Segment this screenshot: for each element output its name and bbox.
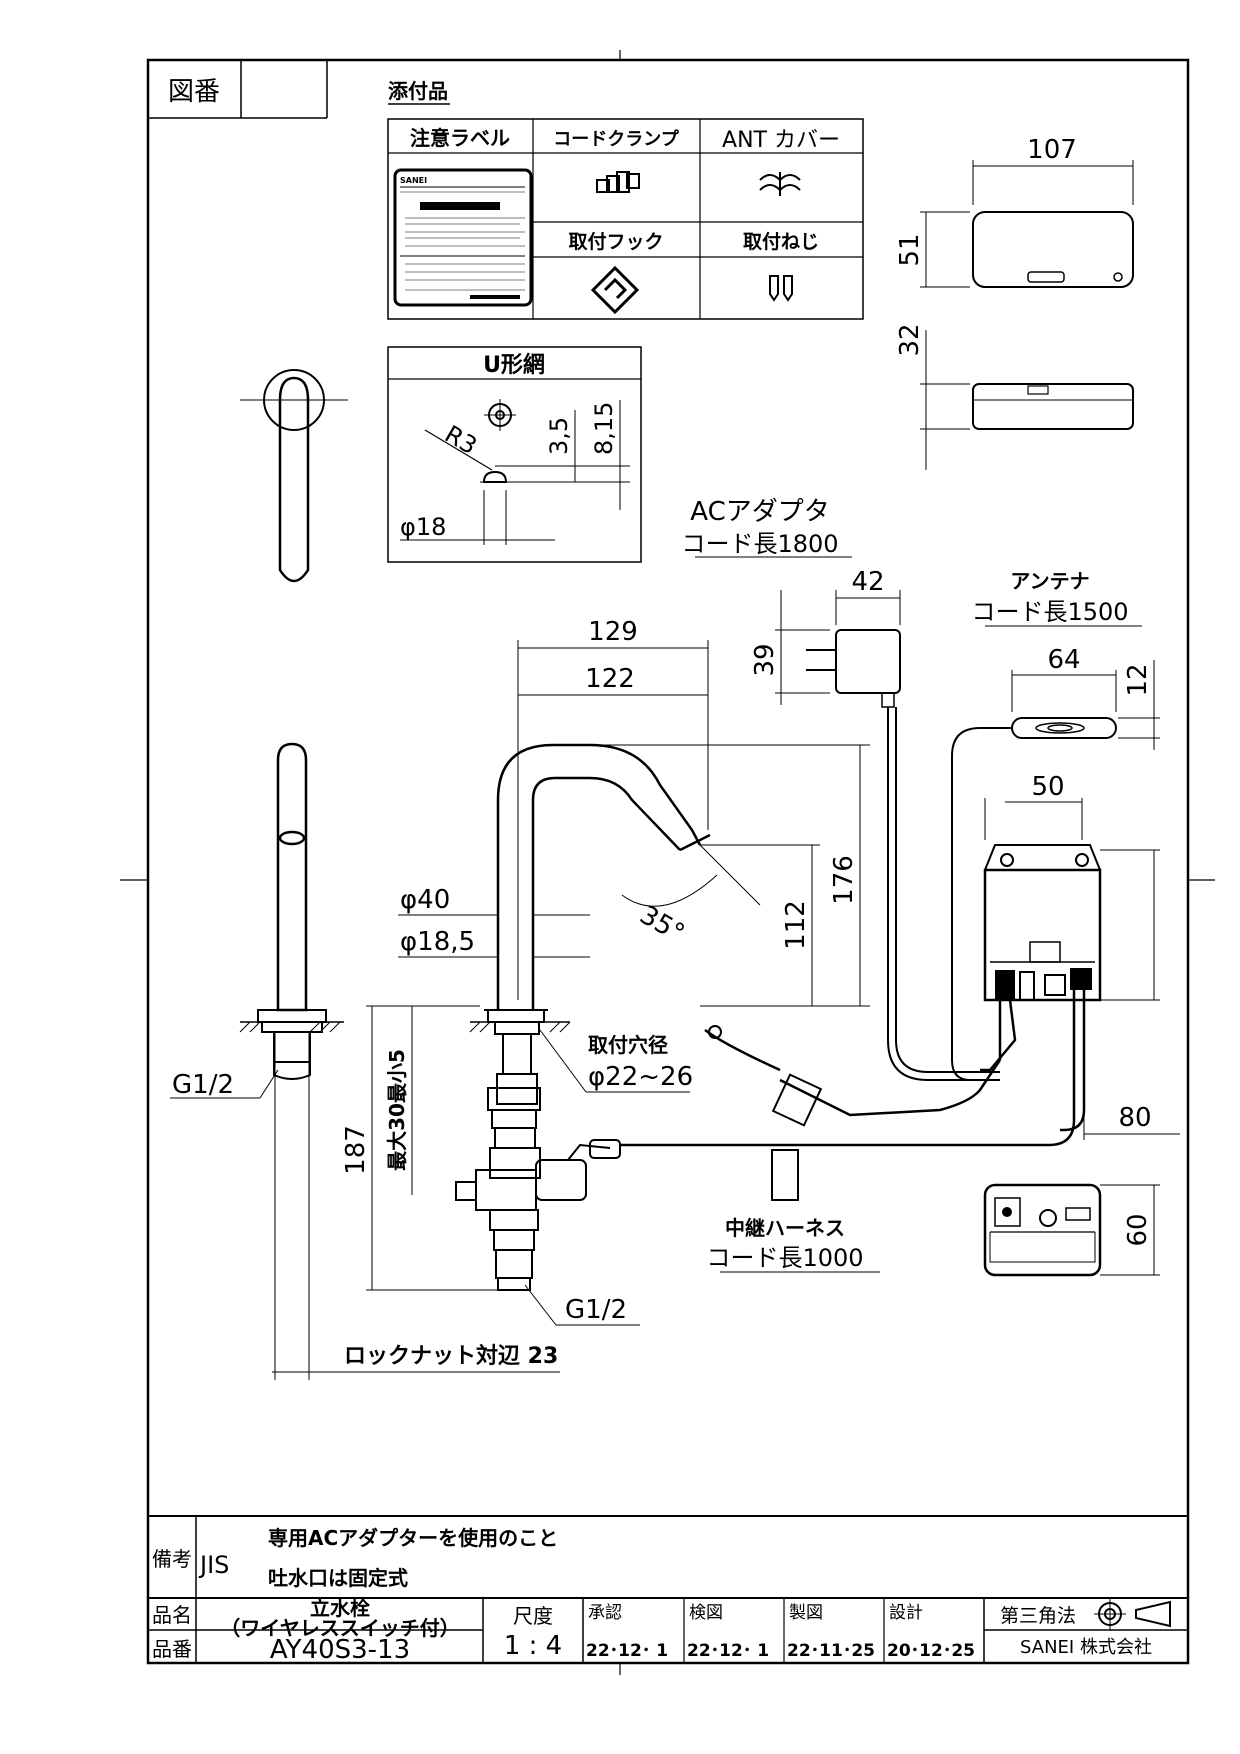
design-label: 設計 — [889, 1603, 923, 1623]
dim-adapter-height: 39 — [750, 643, 780, 676]
u-net-radius: R3 — [440, 420, 482, 460]
notes-block: 備考 JIS 専用ACアダプターを使用のこと 吐水口は固定式 — [148, 1515, 1188, 1663]
dim-body-dia: φ40 — [400, 885, 450, 915]
scale-value: 1 : 4 — [504, 1631, 562, 1661]
dim-stem-dia: φ18,5 — [400, 927, 475, 957]
dim-spout-height: 176 — [829, 855, 859, 905]
harness-cord-label: コード長1000 — [706, 1244, 863, 1272]
dim-reach-inner: 122 — [585, 664, 635, 694]
mount-screw-icon — [769, 275, 793, 302]
remark-label: 備考 — [152, 1547, 192, 1571]
dim-reach-outer: 129 — [588, 617, 638, 647]
ac-adapter: ACアダプタ コード長1800 42 39 — [681, 497, 1000, 1081]
projection-label: 第三角法 — [1000, 1605, 1076, 1627]
name-label: 品名 — [152, 1603, 192, 1627]
drawing-number-box: 図番 — [148, 60, 328, 119]
product-subname: （ワイヤレススイッチ付） — [220, 1616, 459, 1640]
cell-caution-label: 注意ラベル — [410, 126, 510, 150]
cell-mount-screw: 取付ねじ — [743, 230, 819, 253]
dim-adapter-width: 42 — [851, 567, 884, 597]
dim-outlet-height: 112 — [781, 900, 811, 950]
dim-deck-thickness: 最大30最小5 — [385, 1049, 409, 1171]
drawing-no-label: 図番 — [168, 77, 220, 107]
dim-below-deck: 187 — [341, 1125, 371, 1175]
ant-cover-icon — [759, 172, 801, 196]
cell-cord-clamp: コードクランプ — [553, 128, 679, 150]
antenna-cord-label: コード長1500 — [971, 598, 1128, 626]
scale-label: 尺度 — [513, 1604, 553, 1628]
approve-label: 承認 — [588, 1603, 622, 1623]
dim-angle: 35° — [635, 900, 690, 949]
antenna: アンテナ コード長1500 64 12 — [951, 569, 1160, 1081]
ac-cord-label: コード長1800 — [681, 530, 838, 558]
u-net-dia: φ18 — [400, 513, 446, 541]
standard-label: JIS — [198, 1551, 229, 1579]
dim-thread-bottom: G1/2 — [565, 1295, 627, 1325]
number-label: 品番 — [152, 1637, 192, 1661]
company-name: SANEI 株式会社 — [1020, 1637, 1152, 1658]
note-line-1: 専用ACアダプターを使用のこと — [268, 1526, 558, 1550]
product-name: 立水栓 — [310, 1596, 370, 1620]
dim-antenna-width: 64 — [1047, 645, 1080, 675]
title-block: 品名 立水栓 （ワイヤレススイッチ付） 品番 AY40S3-13 尺度 1 : … — [148, 1596, 1188, 1665]
sheet-border — [146, 58, 1190, 1665]
hole-dia: φ22~26 — [588, 1062, 693, 1092]
antenna-label: アンテナ — [1010, 569, 1089, 593]
u-net-title: U形網 — [483, 352, 545, 378]
approve-date: 22･12･ 1 — [586, 1641, 668, 1661]
faucet-side-view: G1/2 ロックナット対辺 23 — [170, 742, 560, 1380]
ac-adapter-label: ACアダプタ — [690, 497, 829, 527]
dim-receiver-width: 107 — [1027, 135, 1077, 165]
control-box: 50 106 80 60 中継ハーネス コード長1000 — [620, 772, 1180, 1277]
u-net-detail: U形網 R3 3,5 8,15 φ18 — [387, 346, 642, 563]
dim-box-depth: 60 — [1123, 1213, 1153, 1246]
dim-receiver-height: 51 — [895, 233, 925, 266]
note-line-2: 吐水口は固定式 — [268, 1566, 408, 1590]
harness-label: 中継ハーネス — [725, 1216, 845, 1240]
draw-date: 22･11･25 — [787, 1641, 875, 1661]
dim-thread-left: G1/2 — [172, 1070, 234, 1100]
dim-receiver-depth: 32 — [895, 323, 925, 356]
dim-antenna-height: 12 — [1123, 663, 1153, 696]
cord-clamp-icon — [596, 171, 640, 193]
label-brand: SANEI — [400, 176, 427, 185]
u-net-dim-815: 8,15 — [590, 402, 618, 455]
product-number: AY40S3-13 — [270, 1635, 410, 1665]
third-angle-projection-icon — [1094, 1598, 1171, 1630]
check-label: 検図 — [689, 1603, 723, 1623]
draw-label: 製図 — [789, 1603, 823, 1623]
dim-box-cable: 80 — [1118, 1103, 1151, 1133]
dim-locknut: ロックナット対辺 23 — [344, 1344, 558, 1369]
mount-hook-icon — [590, 265, 640, 315]
accessories-title: 添付品 — [388, 79, 448, 103]
u-net-dim-35: 3,5 — [545, 417, 573, 455]
hole-label: 取付穴径 — [588, 1033, 668, 1057]
dim-box-width: 50 — [1031, 772, 1064, 802]
spout-top-view — [240, 369, 348, 583]
accessories-table: 添付品 注意ラベル コードクランプ ANT カバー 取付フック 取付ねじ SAN… — [387, 79, 864, 320]
cell-ant-cover: ANT カバー — [722, 128, 840, 153]
cell-mount-hook: 取付フック — [568, 230, 663, 253]
check-date: 22･12･ 1 — [687, 1641, 769, 1661]
design-date: 20･12･25 — [887, 1641, 975, 1661]
caution-label-image: SANEI — [393, 168, 533, 307]
receiver-views: 107 51 32 — [895, 135, 1134, 470]
